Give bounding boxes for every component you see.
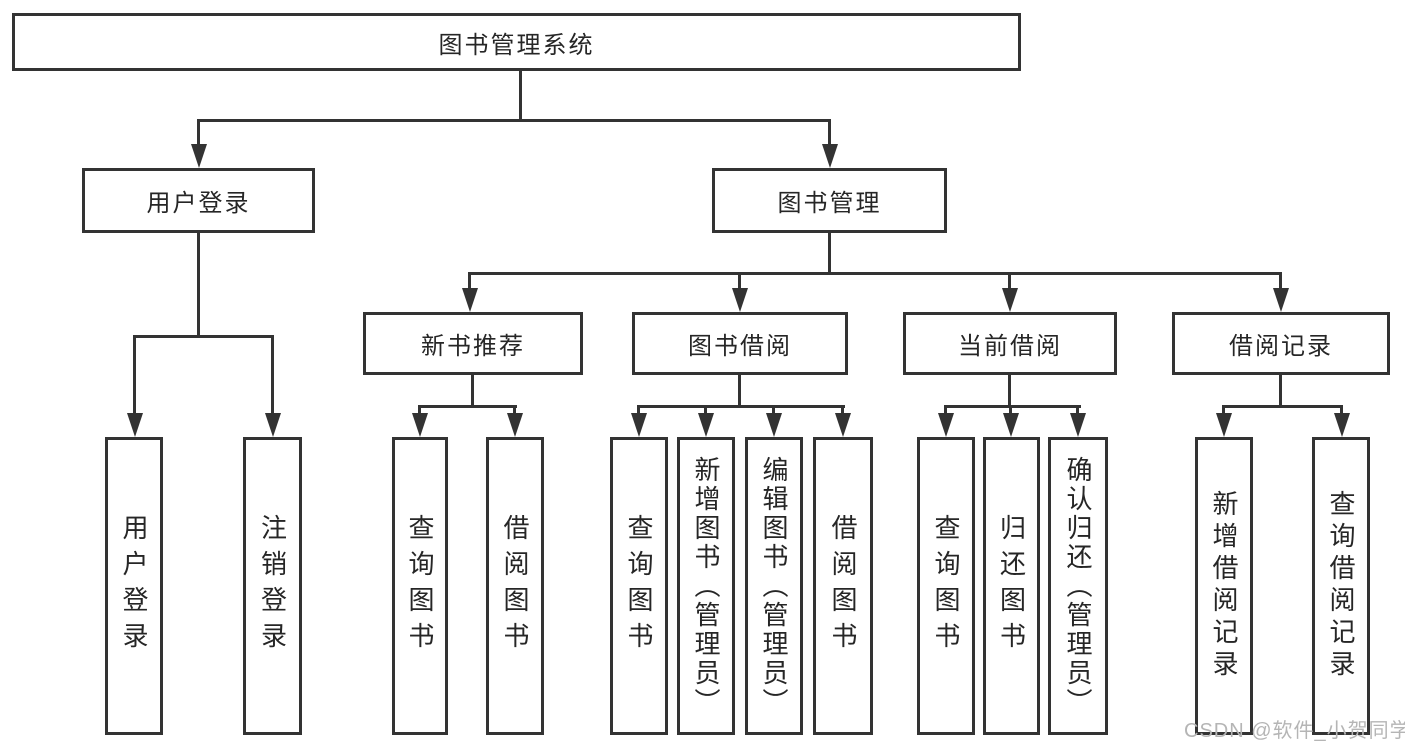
node-label: 图书管理系统 — [438, 31, 595, 59]
leaf-query-borrow-record: 查询借阅记录 — [1312, 437, 1370, 735]
edge-line — [1340, 405, 1343, 417]
node-borrowing-records: 借阅记录 — [1172, 312, 1390, 375]
leaf-return-books: 归还图书 — [983, 437, 1040, 735]
edge-line — [1008, 374, 1011, 407]
node-label: 查询图书 — [624, 514, 654, 658]
edge-line — [944, 405, 1081, 408]
node-label: 查询借阅记录 — [1326, 490, 1356, 682]
arrowhead-icon — [938, 413, 954, 437]
edge-line — [828, 119, 831, 149]
edge-line — [1279, 374, 1282, 407]
node-label: 新增图书（管理员） — [691, 455, 721, 717]
node-label: 当前借阅 — [958, 333, 1062, 360]
arrowhead-icon — [835, 413, 851, 437]
node-label: 借阅图书 — [500, 514, 530, 658]
arrowhead-icon — [1002, 288, 1018, 312]
leaf-add-borrow-record: 新增借阅记录 — [1195, 437, 1253, 735]
node-label: 图书管理 — [777, 190, 882, 217]
leaf-borrow-books: 借阅图书 — [813, 437, 873, 735]
edge-line — [1009, 405, 1012, 417]
node-label: 借阅记录 — [1229, 333, 1333, 360]
edge-line — [1008, 272, 1011, 292]
leaf-add-books-admin: 新增图书（管理员） — [677, 437, 735, 735]
arrowhead-icon — [412, 413, 428, 437]
leaf-user-login-action: 用户登录 — [105, 437, 163, 735]
arrowhead-icon — [766, 413, 782, 437]
node-user-login: 用户登录 — [82, 168, 315, 233]
arrowhead-icon — [127, 413, 143, 437]
node-library-management-system: 图书管理系统 — [12, 13, 1021, 71]
arrowhead-icon — [631, 413, 647, 437]
edge-line — [828, 230, 831, 275]
edge-line — [468, 272, 1282, 275]
edge-line — [418, 405, 421, 417]
arrowhead-icon — [698, 413, 714, 437]
leaf-borrow-books-recommend: 借阅图书 — [486, 437, 544, 735]
edge-line — [468, 272, 471, 292]
edge-line — [772, 405, 775, 417]
node-label: 确认归还（管理员） — [1063, 455, 1093, 717]
csdn-watermark: CSDN @软件_小贺同学 — [1184, 720, 1405, 742]
edge-line — [944, 405, 947, 417]
edge-line — [637, 405, 640, 417]
edge-line — [704, 405, 707, 417]
arrowhead-icon — [462, 288, 478, 312]
edge-line — [738, 374, 741, 407]
node-label: 查询图书 — [405, 514, 435, 658]
node-label: 注销登录 — [257, 514, 288, 658]
leaf-confirm-return-admin: 确认归还（管理员） — [1048, 437, 1108, 735]
node-label: 归还图书 — [996, 514, 1027, 658]
arrowhead-icon — [191, 144, 207, 168]
leaf-edit-books-admin: 编辑图书（管理员） — [745, 437, 803, 735]
node-label: 新书推荐 — [421, 333, 525, 360]
edge-line — [133, 335, 274, 338]
node-new-book-recommendation: 新书推荐 — [363, 312, 583, 375]
node-label: 查询图书 — [931, 514, 961, 658]
edge-line — [197, 119, 831, 122]
edge-line — [1222, 405, 1225, 417]
node-current-borrowing: 当前借阅 — [903, 312, 1117, 375]
node-label: 借阅图书 — [828, 514, 858, 658]
arrowhead-icon — [507, 413, 523, 437]
node-label: 用户登录 — [119, 514, 149, 658]
node-book-management: 图书管理 — [712, 168, 947, 233]
arrowhead-icon — [1273, 288, 1289, 312]
node-label: 新增借阅记录 — [1209, 490, 1239, 682]
edge-line — [471, 374, 474, 407]
arrowhead-icon — [1216, 413, 1232, 437]
leaf-query-books-borrowing: 查询图书 — [610, 437, 668, 735]
edge-line — [519, 70, 522, 122]
edge-line — [133, 335, 136, 417]
edge-line — [1076, 405, 1079, 417]
arrowhead-icon — [1003, 413, 1019, 437]
leaf-query-books-recommend: 查询图书 — [392, 437, 448, 735]
edge-line — [1222, 405, 1343, 408]
arrowhead-icon — [822, 144, 838, 168]
edge-line — [1279, 272, 1282, 292]
arrowhead-icon — [1334, 413, 1350, 437]
arrowhead-icon — [732, 288, 748, 312]
node-label: 用户登录 — [146, 190, 251, 217]
edge-line — [197, 119, 200, 149]
arrowhead-icon — [265, 413, 281, 437]
node-book-borrowing: 图书借阅 — [632, 312, 848, 375]
edge-line — [841, 405, 844, 417]
edge-line — [197, 230, 200, 337]
leaf-query-books-current: 查询图书 — [917, 437, 975, 735]
edge-line — [637, 405, 845, 408]
node-label: 图书借阅 — [688, 333, 792, 360]
edge-line — [418, 405, 517, 408]
arrowhead-icon — [1070, 413, 1086, 437]
edge-line — [513, 405, 516, 417]
edge-line — [738, 272, 741, 292]
edge-line — [271, 335, 274, 417]
node-label: 编辑图书（管理员） — [759, 455, 789, 717]
leaf-logout: 注销登录 — [243, 437, 302, 735]
